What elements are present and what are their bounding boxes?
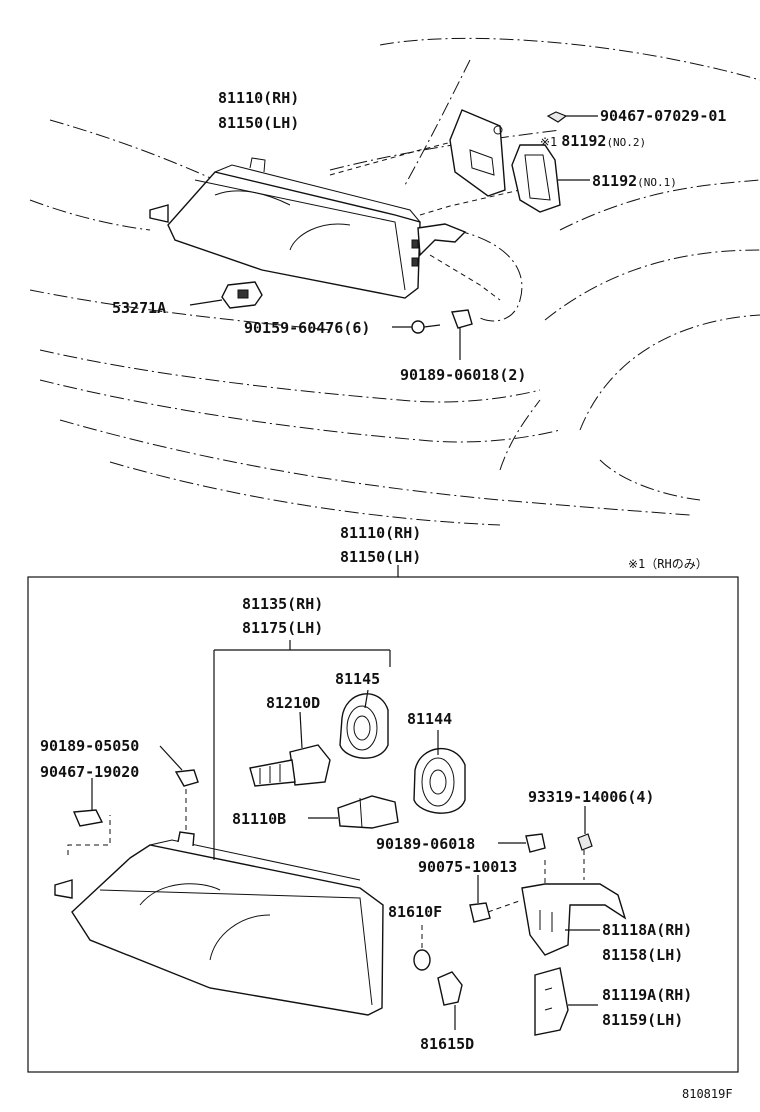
label-81135-rh: 81135(RH) bbox=[242, 595, 323, 613]
label-81110-rh: 81110(RH) bbox=[218, 89, 299, 107]
label-81615d: 81615D bbox=[420, 1035, 474, 1053]
label-81175-lh: 81175(LH) bbox=[242, 619, 323, 637]
label-90075-10013: 90075-10013 bbox=[418, 858, 517, 876]
label-81159-lh: 81159(LH) bbox=[602, 1011, 683, 1029]
label-53271a: 53271A bbox=[112, 299, 166, 317]
label-81110b: 81110B bbox=[232, 810, 286, 828]
note-rh-only: ※1（RHのみ） bbox=[628, 557, 708, 571]
label-81610f: 81610F bbox=[388, 903, 442, 921]
label-90189-06018-lower: 90189-06018 bbox=[376, 835, 475, 853]
label-81210d: 81210D bbox=[266, 694, 320, 712]
label-90467-19020: 90467-19020 bbox=[40, 763, 139, 781]
label-81118a-rh: 81118A(RH) bbox=[602, 921, 692, 939]
label-81144: 81144 bbox=[407, 710, 452, 728]
label-81119a-rh: 81119A(RH) bbox=[602, 986, 692, 1004]
label-assembly-lh: 81150(LH) bbox=[340, 548, 421, 566]
lower-headlamp-drawing bbox=[54, 640, 391, 1016]
figure-code: 810819F bbox=[682, 1087, 733, 1101]
label-90159-60476: 90159-60476(6) bbox=[244, 319, 370, 337]
label-90189-06018-upper: 90189-06018(2) bbox=[400, 366, 526, 384]
upper-headlamp-drawing bbox=[149, 129, 521, 301]
upper-small-parts bbox=[189, 109, 598, 360]
assembly-frame bbox=[27, 576, 739, 1073]
label-81192-no1: 81192(NO.1) bbox=[592, 172, 677, 190]
label-90189-05050: 90189-05050 bbox=[40, 737, 139, 755]
label-assembly-rh: 81110(RH) bbox=[340, 524, 421, 542]
label-90467-07029-01: 90467-07029-01 bbox=[600, 107, 726, 125]
label-81150-lh: 81150(LH) bbox=[218, 114, 299, 132]
label-81158-lh: 81158(LH) bbox=[602, 946, 683, 964]
label-93319-14006: 93319-14006(4) bbox=[528, 788, 654, 806]
label-81145: 81145 bbox=[335, 670, 380, 688]
lower-small-parts bbox=[72, 689, 627, 1036]
vehicle-body-outline bbox=[29, 37, 760, 526]
